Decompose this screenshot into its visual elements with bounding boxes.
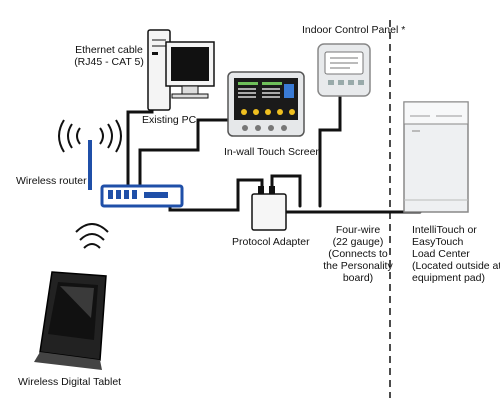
load-center-label: IntelliTouch or EasyTouch Load Center (L… — [412, 224, 500, 284]
load-center-line-3: Load Center — [412, 248, 470, 260]
load-center-line-1: IntelliTouch or — [412, 224, 477, 236]
four-wire-line-1: Four-wire — [335, 224, 381, 236]
wifi-signal-icon — [58, 119, 122, 153]
wireless-router-label: Wireless router — [16, 175, 87, 187]
ethernet-cable-label: Ethernet cable (RJ45 - CAT 5) — [64, 44, 154, 68]
touch-screen-icon — [227, 71, 305, 137]
four-wire-line-4: the Personality — [323, 260, 393, 272]
protocol-adapter-label: Protocol Adapter — [232, 236, 310, 248]
ethernet-cable-line-2: (RJ45 - CAT 5) — [74, 56, 144, 68]
four-wire-label: Four-wire (22 gauge) (Connects to the Pe… — [316, 224, 400, 284]
protocol-adapter-icon — [251, 186, 287, 231]
four-wire-line-5: board) — [342, 272, 374, 284]
indoor-control-panel-label: Indoor Control Panel * — [302, 24, 406, 36]
in-wall-touch-screen-label: In-wall Touch Screen — [224, 146, 322, 158]
load-center-line-4: (Located outside at — [412, 260, 500, 272]
control-panel-icon — [317, 43, 371, 97]
four-wire-line-2: (22 gauge) — [332, 236, 384, 248]
computer-icon — [147, 29, 215, 111]
four-wire-line-3: (Connects to — [328, 248, 388, 260]
panel-drop-wire — [318, 94, 342, 208]
existing-pc-label: Existing PC — [142, 114, 197, 126]
wireless-digital-tablet-label: Wireless Digital Tablet — [18, 376, 122, 388]
load-center-line-2: EasyTouch — [412, 236, 464, 248]
ethernet-wire-to-touchscreen — [138, 118, 234, 190]
load-center-line-5: equipment pad) — [412, 272, 485, 284]
adapter-output-wire — [270, 174, 302, 208]
tablet-wifi-signal-icon — [75, 223, 109, 249]
ethernet-cable-line-1: Ethernet cable — [75, 44, 143, 56]
router-icon — [88, 140, 184, 208]
router-to-adapter-wire — [168, 178, 264, 212]
load-center-icon — [403, 101, 469, 213]
tablet-icon — [34, 271, 107, 370]
